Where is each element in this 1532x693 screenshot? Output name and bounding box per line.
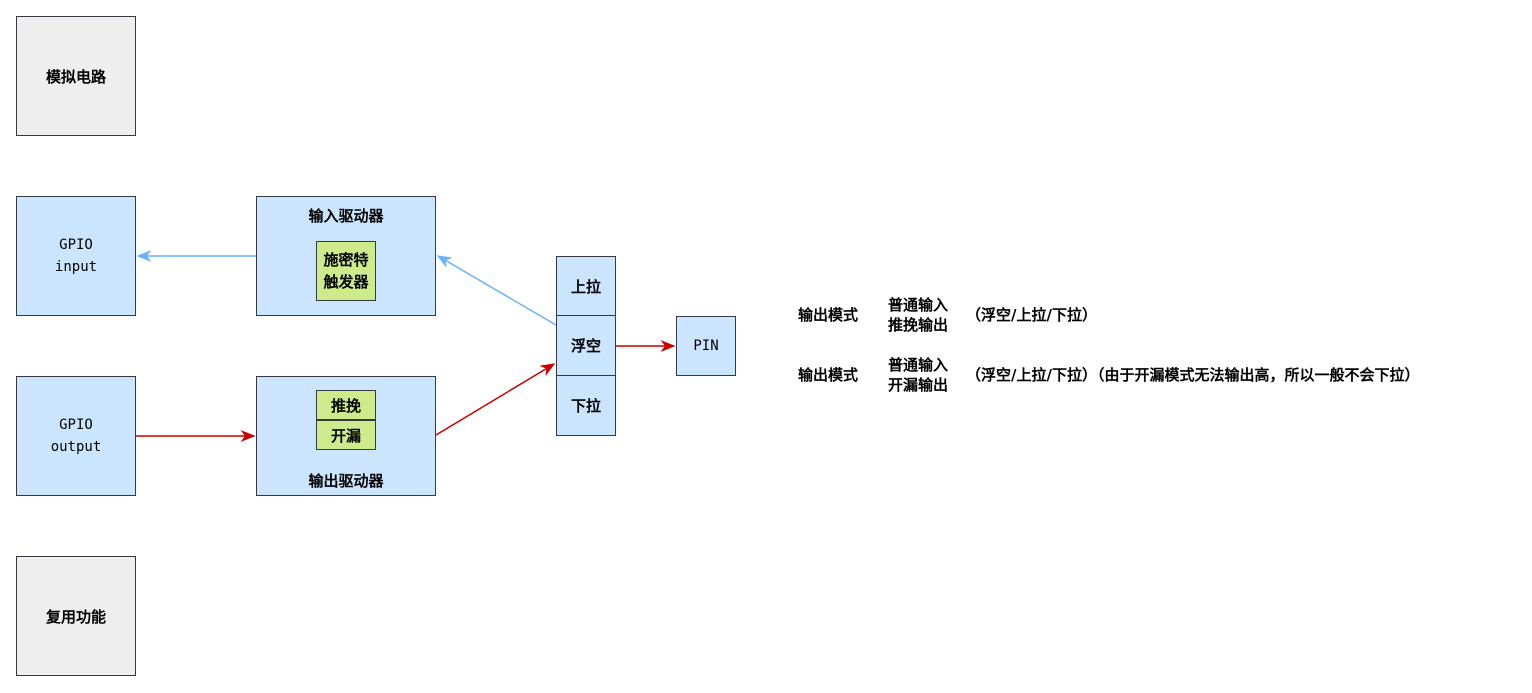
note2-suffix: （浮空/上拉/下拉）（由于开漏模式无法输出高，所以一般不会下拉） (966, 366, 1420, 384)
pin-block: PIN (676, 316, 736, 376)
note1-line1: 普通输入 (888, 296, 949, 314)
analog-circuit-label: 模拟电路 (45, 67, 106, 86)
schmitt-trigger-label: 施密特 触发器 (323, 251, 369, 291)
pin-label: PIN (693, 338, 719, 354)
gpio-output-label: GPIO output (50, 417, 102, 455)
push-pull-cell: 推挽 (316, 390, 376, 420)
alt-function-block: 复用功能 (16, 556, 136, 676)
note2-line2: 开漏输出 (888, 376, 949, 394)
note2-line1: 普通输入 (888, 356, 949, 374)
input-driver-title: 输入驱动器 (308, 207, 384, 225)
push-pull-label: 推挽 (330, 396, 361, 415)
floating-label: 浮空 (570, 337, 601, 355)
output-driver-block: 推挽 开漏 输出驱动器 (256, 376, 436, 496)
pull-down-label: 下拉 (570, 397, 601, 415)
floating-cell: 浮空 (556, 315, 616, 376)
open-drain-label: 开漏 (330, 426, 361, 445)
pull-up-label: 上拉 (570, 277, 601, 296)
note1-mode-label: 输出模式 (798, 306, 859, 324)
gpio-input-block: GPIO input (16, 196, 136, 316)
input-driver-block: 输入驱动器 施密特 触发器 (256, 196, 436, 316)
pin-to-input-driver-arrow (436, 255, 557, 326)
gpio-input-label: GPIO input (54, 237, 98, 275)
output-driver-title: 输出驱动器 (308, 472, 384, 490)
note1-line2: 推挽输出 (888, 316, 949, 334)
pull-up-cell: 上拉 (556, 256, 616, 316)
open-drain-cell: 开漏 (316, 420, 376, 450)
gpio-output-block: GPIO output (16, 376, 136, 496)
note2-mode-label: 输出模式 (798, 366, 859, 384)
alt-function-label: 复用功能 (45, 607, 106, 626)
schmitt-trigger: 施密特 触发器 (316, 241, 376, 301)
output-driver-to-pin-arrow (435, 363, 556, 436)
pull-down-cell: 下拉 (556, 375, 616, 436)
note1-suffix: （浮空/上拉/下拉） (966, 306, 1097, 324)
analog-circuit-block: 模拟电路 (16, 16, 136, 136)
